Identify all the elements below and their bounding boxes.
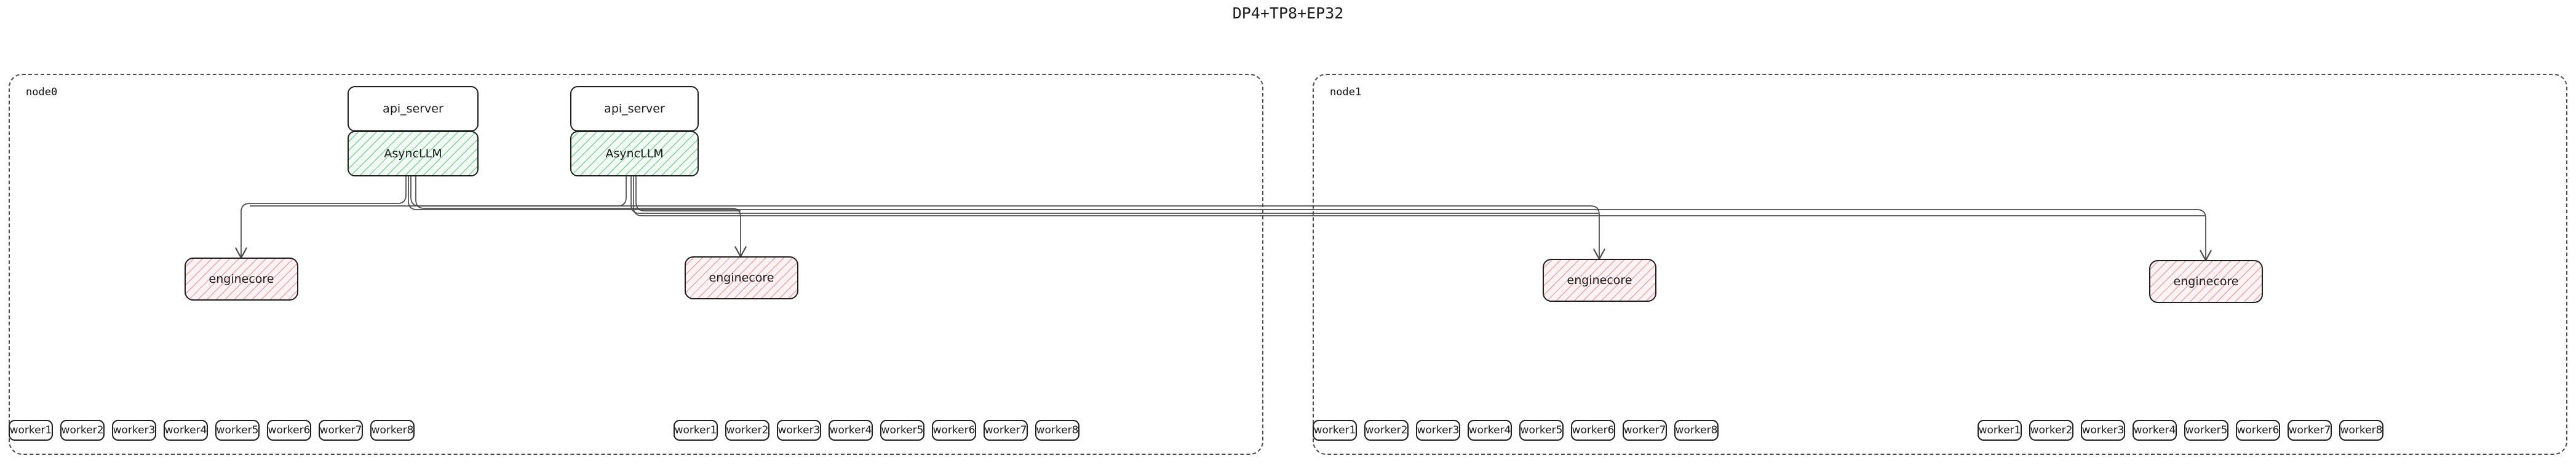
worker-box[interactable]: worker3 bbox=[1416, 420, 1460, 441]
worker-label: worker4 bbox=[1468, 424, 1511, 436]
worker-box[interactable]: worker2 bbox=[60, 420, 105, 441]
worker-box[interactable]: worker6 bbox=[932, 420, 976, 441]
worker-box[interactable]: worker2 bbox=[725, 420, 769, 441]
api-server-box[interactable]: api_server bbox=[570, 86, 699, 132]
worker-label: worker6 bbox=[1572, 424, 1615, 436]
api-server-label: api_server bbox=[383, 102, 443, 116]
worker-label: worker3 bbox=[1417, 424, 1460, 436]
worker-label: worker6 bbox=[2236, 424, 2280, 436]
worker-box[interactable]: worker5 bbox=[1519, 420, 1564, 441]
worker-box[interactable]: worker4 bbox=[1468, 420, 1512, 441]
worker-label: worker6 bbox=[268, 424, 311, 436]
worker-box[interactable]: worker8 bbox=[370, 420, 415, 441]
worker-box[interactable]: worker1 bbox=[674, 420, 718, 441]
worker-label: worker2 bbox=[61, 424, 104, 436]
worker-label: worker2 bbox=[1365, 424, 1408, 436]
worker-label: worker4 bbox=[2133, 424, 2176, 436]
worker-label: worker1 bbox=[1978, 424, 2021, 436]
worker-label: worker2 bbox=[2030, 424, 2073, 436]
worker-box[interactable]: worker1 bbox=[9, 420, 53, 441]
enginecore-label: enginecore bbox=[209, 272, 274, 286]
enginecore-label: enginecore bbox=[1567, 274, 1632, 287]
worker-box[interactable]: worker8 bbox=[1674, 420, 1719, 441]
worker-label: worker8 bbox=[1675, 424, 1718, 436]
worker-box[interactable]: worker1 bbox=[1978, 420, 2022, 441]
worker-box[interactable]: worker1 bbox=[1313, 420, 1357, 441]
worker-label: worker4 bbox=[164, 424, 207, 436]
worker-box[interactable]: worker8 bbox=[1035, 420, 1079, 441]
worker-label: worker8 bbox=[1036, 424, 1079, 436]
worker-label: worker5 bbox=[881, 424, 924, 436]
worker-label: worker1 bbox=[1313, 424, 1356, 436]
asyncllm-label: AsyncLLM bbox=[605, 147, 664, 160]
api-server-label: api_server bbox=[604, 102, 665, 116]
worker-label: worker7 bbox=[984, 424, 1027, 436]
worker-box[interactable]: worker5 bbox=[2184, 420, 2228, 441]
worker-label: worker5 bbox=[216, 424, 259, 436]
worker-box[interactable]: worker2 bbox=[2029, 420, 2073, 441]
worker-box[interactable]: worker7 bbox=[319, 420, 363, 441]
worker-box[interactable]: worker7 bbox=[2288, 420, 2332, 441]
worker-box[interactable]: worker6 bbox=[2236, 420, 2280, 441]
enginecore-box[interactable]: enginecore bbox=[2149, 260, 2263, 303]
enginecore-box[interactable]: enginecore bbox=[185, 258, 298, 301]
worker-label: worker6 bbox=[932, 424, 976, 436]
worker-box[interactable]: worker6 bbox=[267, 420, 311, 441]
asyncllm-box[interactable]: AsyncLLM bbox=[570, 131, 699, 176]
worker-label: worker1 bbox=[674, 424, 717, 436]
worker-label: worker7 bbox=[319, 424, 362, 436]
cluster-node1 bbox=[1313, 74, 2567, 455]
cluster-node1-label: node1 bbox=[1330, 86, 1362, 98]
worker-box[interactable]: worker4 bbox=[829, 420, 873, 441]
worker-box[interactable]: worker3 bbox=[2081, 420, 2125, 441]
worker-box[interactable]: worker8 bbox=[2339, 420, 2383, 441]
cluster-node0-label: node0 bbox=[26, 86, 58, 98]
worker-label: worker4 bbox=[829, 424, 872, 436]
worker-label: worker3 bbox=[113, 424, 156, 436]
enginecore-label: enginecore bbox=[2173, 275, 2239, 288]
worker-box[interactable]: worker6 bbox=[1571, 420, 1615, 441]
worker-box[interactable]: worker7 bbox=[984, 420, 1028, 441]
worker-box[interactable]: worker5 bbox=[215, 420, 260, 441]
worker-label: worker2 bbox=[726, 424, 769, 436]
enginecore-label: enginecore bbox=[709, 271, 774, 285]
enginecore-box[interactable]: enginecore bbox=[685, 256, 798, 299]
worker-label: worker8 bbox=[2340, 424, 2383, 436]
worker-label: worker3 bbox=[777, 424, 821, 436]
asyncllm-box[interactable]: AsyncLLM bbox=[348, 131, 479, 176]
worker-label: worker7 bbox=[2288, 424, 2331, 436]
worker-box[interactable]: worker3 bbox=[777, 420, 821, 441]
worker-box[interactable]: worker3 bbox=[112, 420, 156, 441]
worker-box[interactable]: worker2 bbox=[1364, 420, 1409, 441]
enginecore-box[interactable]: enginecore bbox=[1543, 259, 1656, 302]
asyncllm-label: AsyncLLM bbox=[384, 147, 442, 160]
worker-label: worker5 bbox=[1520, 424, 1563, 436]
worker-box[interactable]: worker7 bbox=[1623, 420, 1667, 441]
worker-label: worker3 bbox=[2081, 424, 2125, 436]
api-server-box[interactable]: api_server bbox=[348, 86, 479, 132]
worker-label: worker8 bbox=[371, 424, 414, 436]
worker-box[interactable]: worker4 bbox=[164, 420, 208, 441]
worker-box[interactable]: worker4 bbox=[2133, 420, 2177, 441]
page-title: DP4+TP8+EP32 bbox=[1232, 4, 1344, 22]
worker-label: worker7 bbox=[1623, 424, 1666, 436]
worker-label: worker1 bbox=[9, 424, 52, 436]
cluster-node0 bbox=[9, 74, 1263, 455]
worker-label: worker5 bbox=[2185, 424, 2228, 436]
worker-box[interactable]: worker5 bbox=[880, 420, 924, 441]
